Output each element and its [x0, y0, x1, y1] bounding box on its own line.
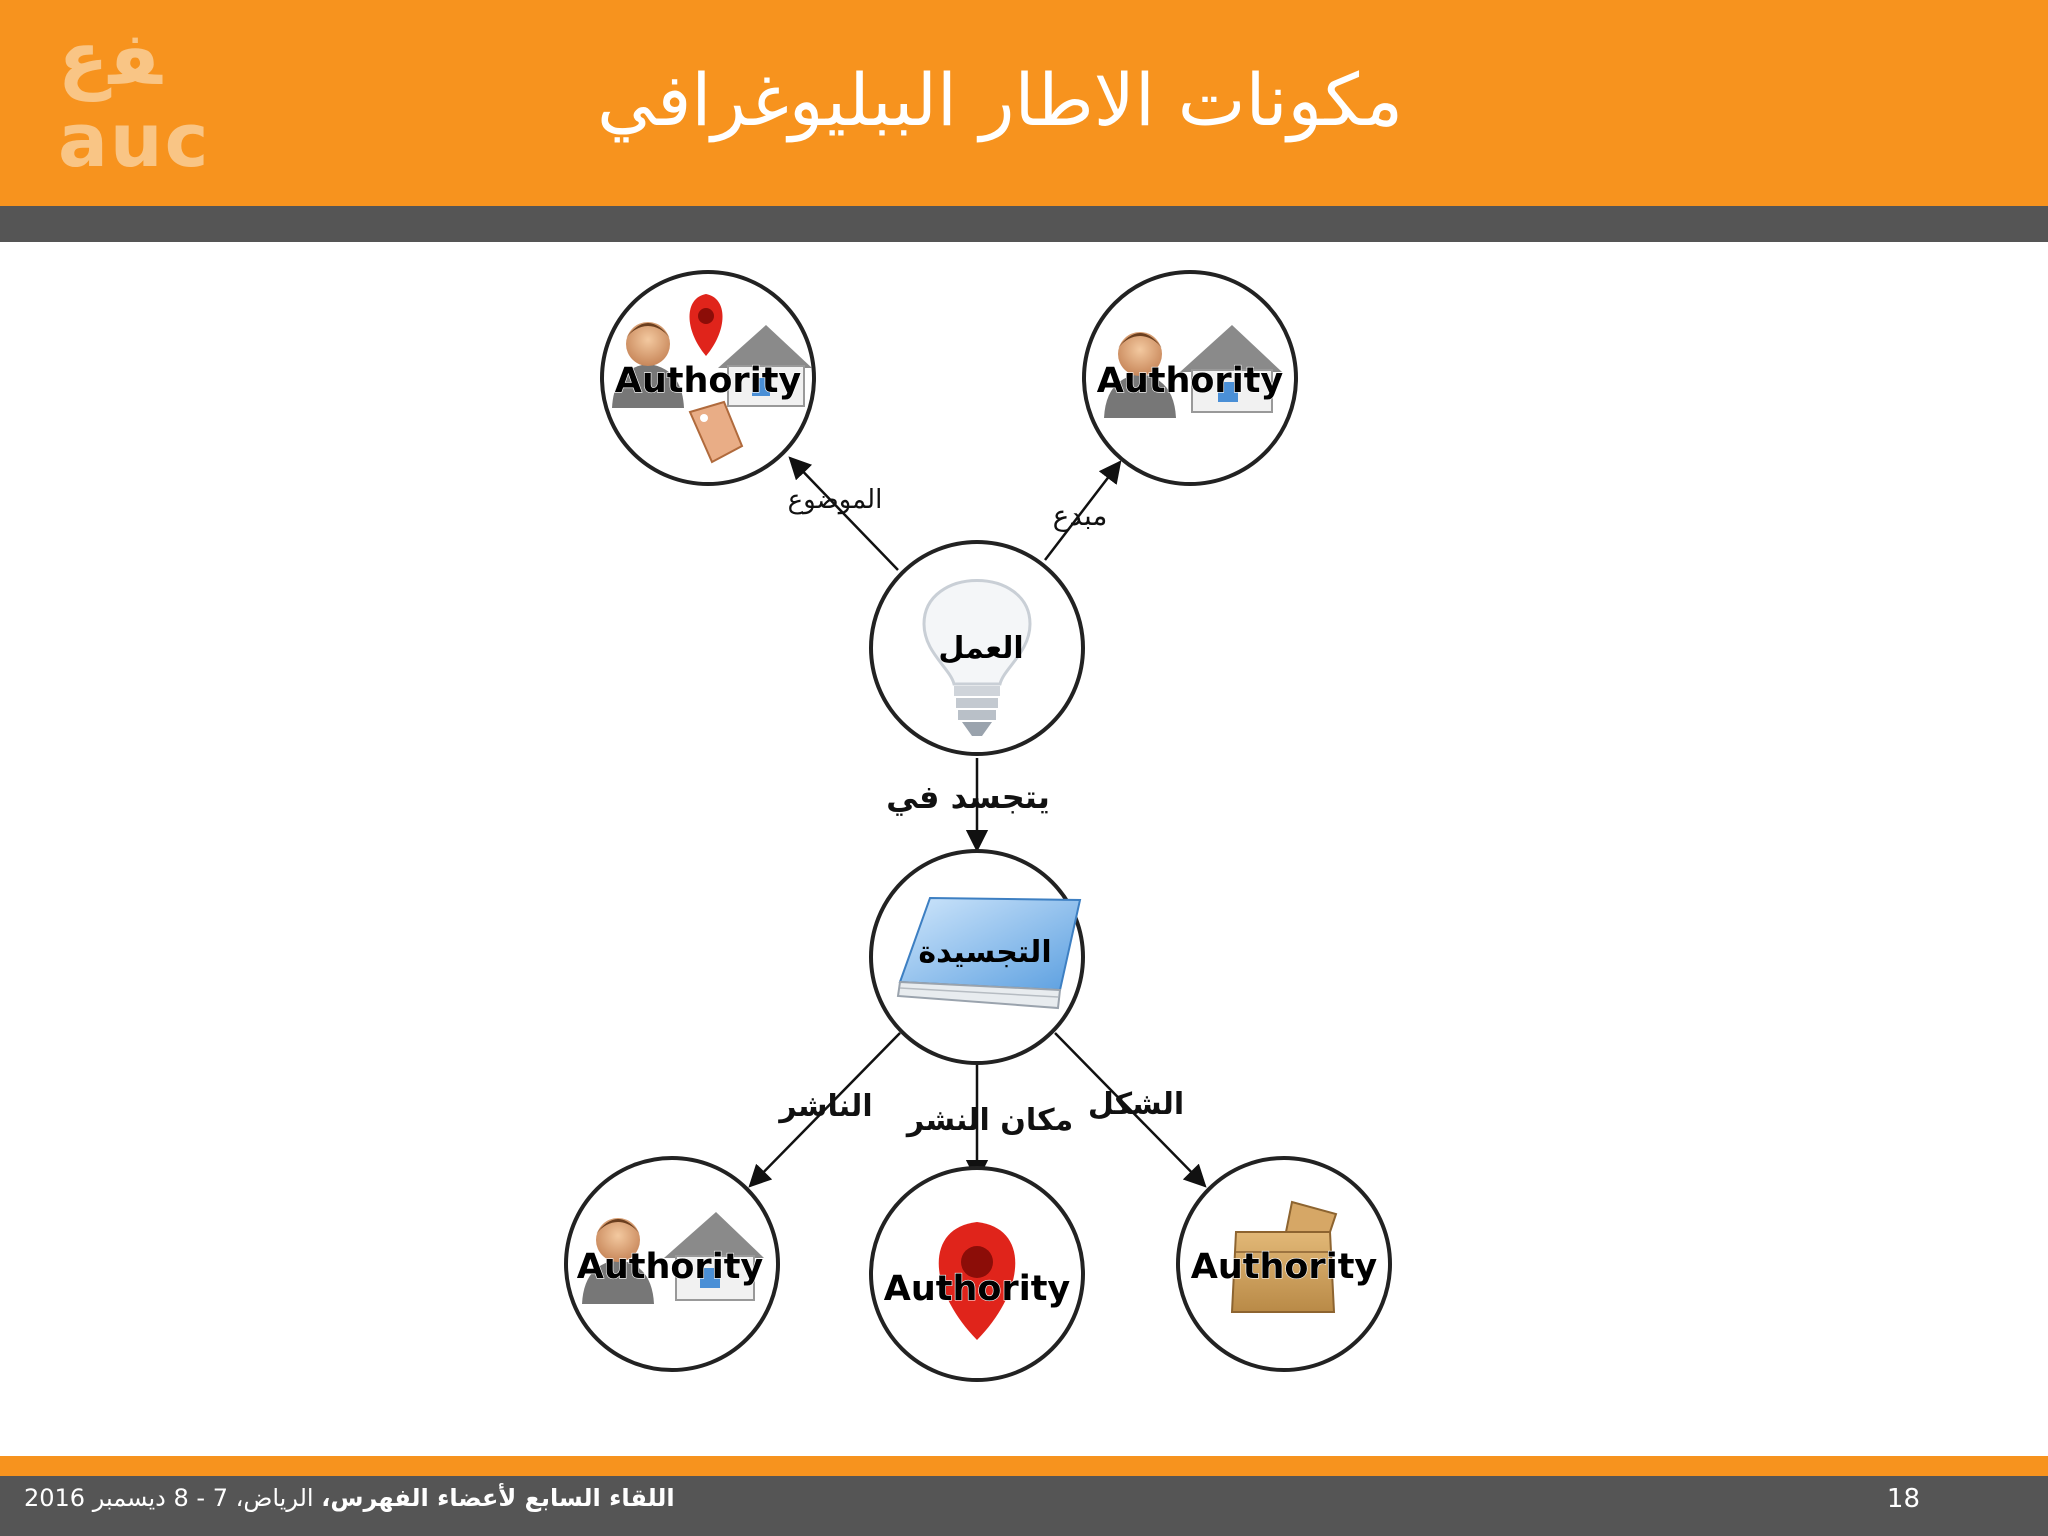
node-label: Authority: [1191, 1247, 1378, 1287]
house-icon: [664, 1212, 764, 1301]
edge-publisher: [748, 1032, 901, 1188]
logo-arabic-text: ﻔﻉ: [58, 16, 162, 102]
edge-form: [1054, 1032, 1207, 1188]
auc-logo: ﻔﻉ auc: [58, 22, 208, 182]
logo-latin-text: auc: [58, 98, 211, 184]
house-icon: [1180, 325, 1282, 413]
footer-location-date: الرياض، 7 - 8 ديسمبر 2016: [24, 1484, 322, 1512]
edge-label-publisher: الناشر: [777, 1089, 872, 1124]
edge-label-subject: الموضوع: [788, 485, 883, 515]
slide-footer: اللقاء السابع لأعضاء الفهرس، الرياض، 7 -…: [0, 1476, 2048, 1536]
page-number: 18: [1886, 1484, 1920, 1514]
edge-label-place-of-publication: مكان النشر: [905, 1103, 1073, 1138]
box-icon: [1230, 1200, 1338, 1313]
book-icon: [896, 896, 1082, 1010]
node-manifestation: التجسيدة: [869, 849, 1085, 1065]
tag-icon: [688, 400, 744, 464]
edge-label-embodied-in: يتجسد في: [886, 778, 1050, 816]
person-icon: [582, 1218, 654, 1304]
footer-stripe: [0, 1456, 2048, 1476]
node-place-authority: Authority: [869, 1166, 1085, 1382]
edge-label-creator: مبدع: [1053, 499, 1108, 532]
person-icon: [612, 322, 684, 408]
edge-label-form: الشكل: [1088, 1087, 1184, 1122]
edge-creator: [1044, 460, 1122, 561]
lightbulb-icon: [922, 579, 1032, 736]
footer-event-name: اللقاء السابع لأعضاء الفهرس،: [321, 1484, 675, 1512]
slide-title: مكونات الاطار الببليوغرافي: [596, 58, 1404, 142]
node-creator-authority: Authority: [1082, 270, 1298, 486]
bibliographic-framework-diagram: الموضوع مبدع يتجسد في الناشر مكان النشر …: [564, 270, 1392, 1382]
house-icon: [718, 325, 812, 407]
node-form-authority: Authority: [1176, 1156, 1392, 1372]
node-label: العمل: [938, 631, 1023, 666]
footer-event-text: اللقاء السابع لأعضاء الفهرس، الرياض، 7 -…: [24, 1476, 675, 1520]
person-icon: [1104, 332, 1176, 418]
map-pin-icon: [689, 294, 723, 356]
node-label: Authority: [577, 1247, 764, 1287]
map-pin-icon: [938, 1222, 1016, 1340]
node-label: Authority: [1097, 361, 1284, 401]
node-label: Authority: [884, 1269, 1071, 1309]
node-publisher-authority: Authority: [564, 1156, 780, 1372]
node-work: العمل: [869, 540, 1085, 756]
slide-header: ﻔﻉ auc مكونات الاطار الببليوغرافي: [0, 0, 2048, 206]
header-divider-bar: [0, 206, 2048, 242]
node-label: التجسيدة: [918, 935, 1051, 970]
edge-subject: [788, 456, 899, 571]
node-label: Authority: [615, 361, 802, 401]
node-subject-authority: Authority: [600, 270, 816, 486]
